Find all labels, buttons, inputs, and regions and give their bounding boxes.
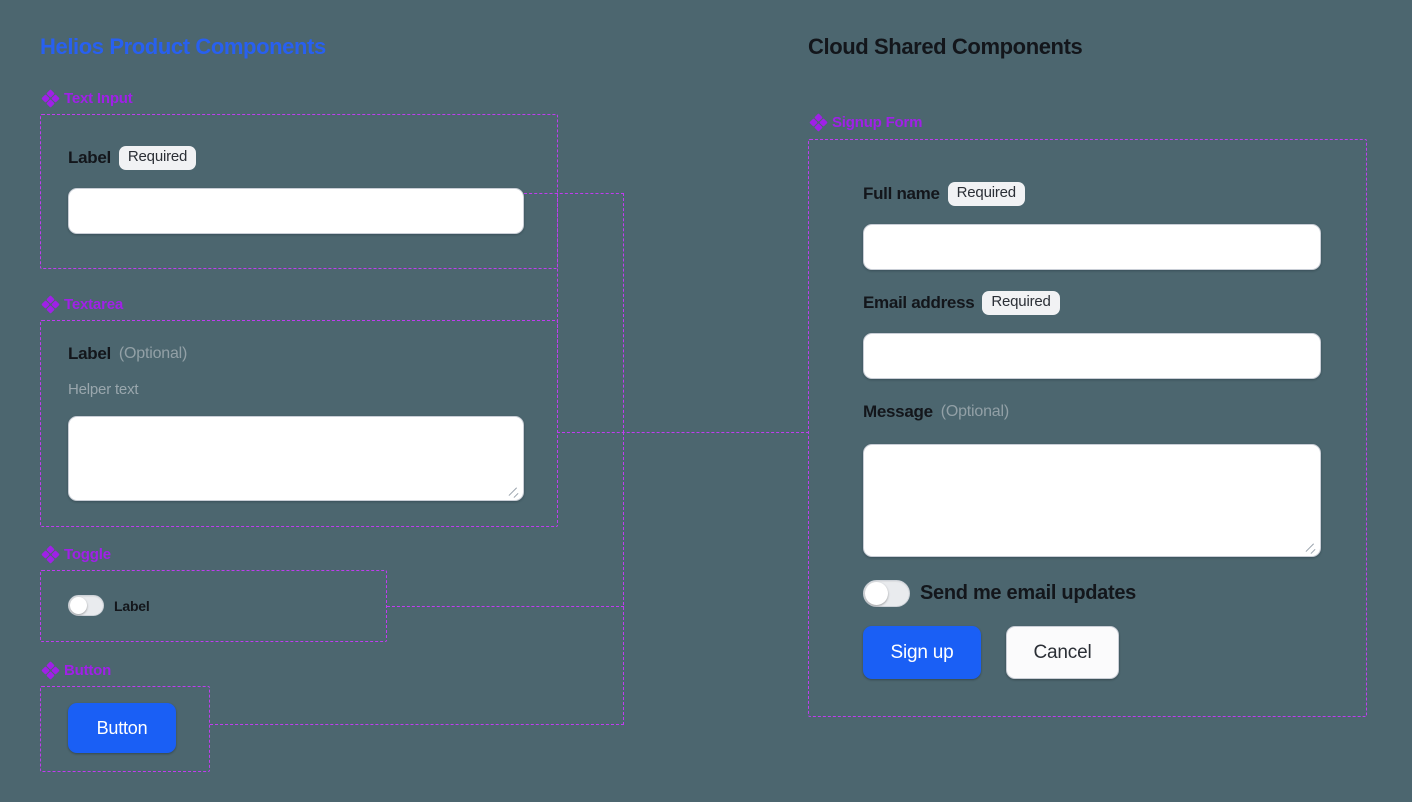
component-diamond-icon xyxy=(41,545,60,564)
textarea-label: Label xyxy=(68,344,111,363)
required-badge: Required xyxy=(118,146,197,170)
toggle-knob xyxy=(70,597,87,614)
section-heading-toggle: Toggle xyxy=(41,545,111,564)
cancel-button[interactable]: Cancel xyxy=(1006,626,1119,679)
toggle-label: Label xyxy=(114,597,150,614)
connector-toggle xyxy=(387,606,624,607)
full-name-label: Full name xyxy=(863,183,940,203)
component-frame-toggle xyxy=(40,570,387,642)
section-heading-label: Toggle xyxy=(64,546,111,563)
component-diamond-icon xyxy=(41,661,60,680)
page-title-right: Cloud Shared Components xyxy=(808,34,1083,59)
required-badge: Required xyxy=(982,291,1060,315)
email-updates-toggle[interactable] xyxy=(863,580,910,607)
section-heading-button: Button xyxy=(41,661,112,680)
email-updates-toggle-row: Send me email updates xyxy=(863,580,1136,607)
component-frame-textarea xyxy=(40,320,558,527)
full-name-label-row: Full name Required xyxy=(863,182,1025,206)
component-frame-button xyxy=(40,686,210,772)
optional-tag: (Optional) xyxy=(118,345,188,362)
textarea-label-row: Label (Optional) xyxy=(68,344,187,364)
section-heading-label: Textarea xyxy=(64,296,123,313)
email-address-label-row: Email address Required xyxy=(863,291,1060,315)
optional-tag: (Optional) xyxy=(940,403,1009,420)
connector-textarea-to-signup xyxy=(557,432,809,433)
text-input-label: Label xyxy=(68,147,111,167)
message-label-row: Message (Optional) xyxy=(863,402,1009,422)
textarea-field[interactable] xyxy=(68,416,524,501)
component-frame-signup-form xyxy=(808,139,1367,717)
section-heading-label: Button xyxy=(64,662,112,679)
section-heading-textarea: Textarea xyxy=(41,295,123,314)
connector-button xyxy=(210,724,624,725)
sign-up-button[interactable]: Sign up xyxy=(863,626,981,679)
connector-vertical-outer xyxy=(623,193,624,433)
section-heading-text-input: Text Input xyxy=(41,89,133,108)
page-title-left: Helios Product Components xyxy=(40,34,326,59)
section-heading-signup-form: Signup Form xyxy=(809,113,923,132)
text-input-field[interactable] xyxy=(68,188,524,234)
toggle-switch[interactable] xyxy=(68,595,104,616)
email-updates-label: Send me email updates xyxy=(920,582,1136,604)
demo-button[interactable]: Button xyxy=(68,703,176,753)
connector-vertical-button xyxy=(623,432,624,725)
required-badge: Required xyxy=(947,182,1025,206)
component-diamond-icon xyxy=(41,89,60,108)
component-diamond-icon xyxy=(41,295,60,314)
section-heading-label: Text Input xyxy=(64,90,133,107)
section-heading-label: Signup Form xyxy=(832,114,923,131)
message-textarea-wrapper xyxy=(863,444,1321,557)
connector-text-input xyxy=(524,193,624,194)
component-frame-text-input xyxy=(40,114,558,269)
text-input-label-row: Label Required xyxy=(68,146,197,170)
toggle-row: Label xyxy=(68,595,150,616)
message-label: Message xyxy=(863,402,933,421)
textarea-helper-text: Helper text xyxy=(68,381,139,398)
full-name-input[interactable] xyxy=(863,224,1321,270)
component-diamond-icon xyxy=(809,113,828,132)
message-textarea[interactable] xyxy=(863,444,1321,557)
connector-vertical-inner xyxy=(557,193,558,433)
toggle-knob xyxy=(865,582,888,605)
textarea-wrapper xyxy=(68,416,524,501)
email-address-input[interactable] xyxy=(863,333,1321,379)
email-address-label: Email address xyxy=(863,292,975,312)
